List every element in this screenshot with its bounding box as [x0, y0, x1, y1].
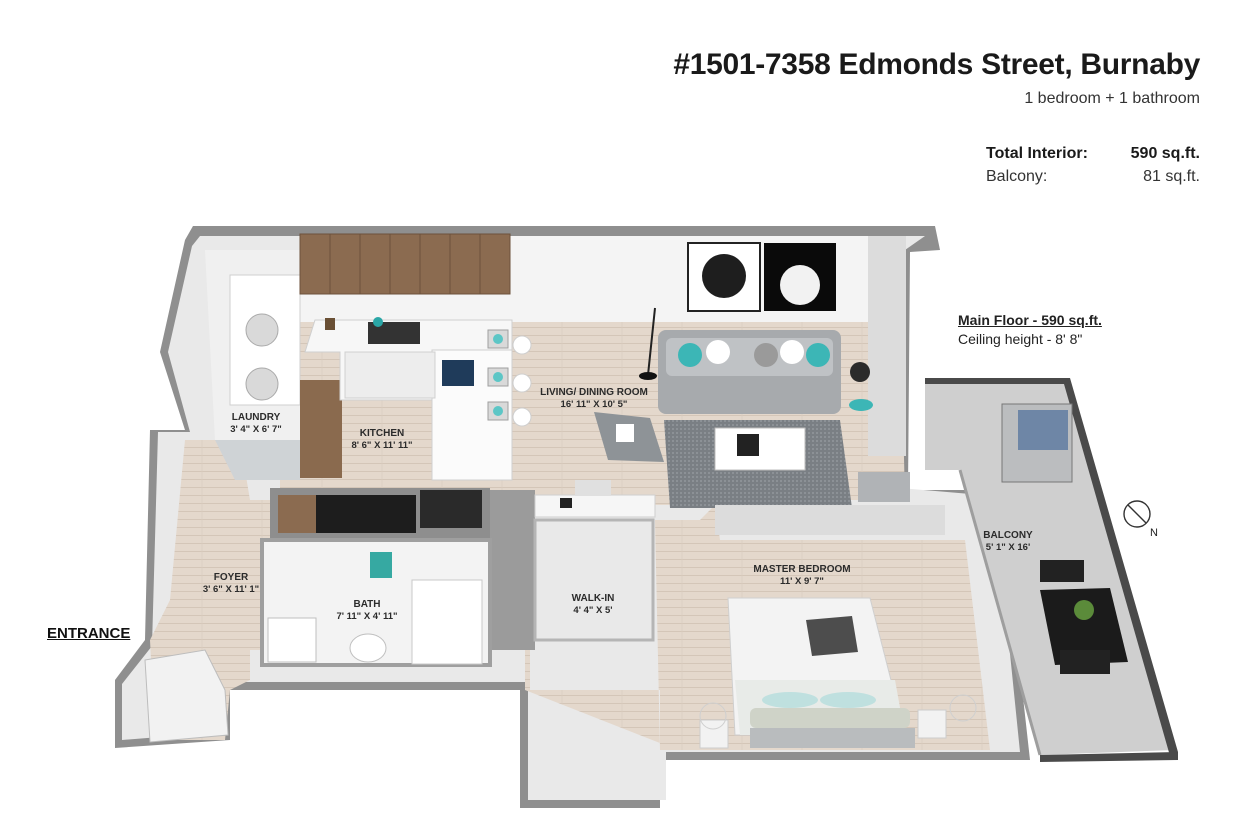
balcony-area-label: Balcony:	[986, 168, 1048, 185]
room-label-kitchen: KITCHEN 8' 6" X 11' 11"	[351, 428, 412, 452]
room-label-master-bedroom: MASTER BEDROOM 11' X 9' 7"	[753, 564, 850, 588]
balcony	[925, 378, 1178, 762]
column-wall	[868, 236, 906, 456]
towel	[370, 552, 392, 578]
room-name: LIVING/ DINING ROOM	[540, 387, 648, 398]
north-label: N	[1150, 527, 1158, 539]
balcony-chair-2	[1060, 650, 1110, 674]
tall-cabinet	[300, 380, 342, 478]
toilet	[349, 633, 387, 663]
room-dimensions: 3' 6" X 11' 1"	[202, 584, 260, 595]
entrance-label: ENTRANCE	[47, 625, 131, 642]
room-name: BATH	[353, 599, 381, 610]
ottoman	[858, 472, 910, 502]
balcony-table	[1040, 588, 1128, 665]
room-dimensions: 4' 4" X 5'	[573, 605, 613, 616]
wall-art	[687, 242, 836, 312]
balcony-chair-1	[1040, 560, 1084, 582]
plant	[850, 362, 870, 382]
entrance-door	[144, 649, 229, 743]
nightstand-right	[917, 709, 947, 739]
lamp-right	[949, 694, 977, 722]
nightstand-left	[699, 719, 729, 749]
room-dimensions: 11' X 9' 7"	[780, 576, 824, 587]
floor-info: Main Floor - 590 sq.ft. Ceiling height -…	[958, 311, 1102, 349]
room-dimensions: 8' 6" X 11' 11"	[351, 440, 413, 451]
total-interior-row: Total Interior: 590 sq.ft.	[986, 142, 1200, 165]
sofa	[658, 330, 841, 414]
listing-header: #1501-7358 Edmonds Street, Burnaby 1 bed…	[673, 48, 1200, 108]
room-dimensions: 5' 1" X 16'	[985, 542, 1031, 553]
kitchen-cabinets	[299, 233, 532, 481]
side-table	[849, 399, 873, 411]
bathroom	[260, 538, 492, 667]
room-name: MASTER BEDROOM	[753, 564, 851, 575]
room-dimensions: 7' 11" X 4' 11"	[336, 611, 398, 622]
coffee-table	[714, 427, 806, 471]
bed	[727, 597, 915, 748]
walk-in-closet	[533, 518, 655, 642]
room-dimensions: 16' 11" X 10' 5"	[560, 399, 628, 410]
property-address: #1501-7358 Edmonds Street, Burnaby	[673, 48, 1200, 81]
room-label-living-dining: LIVING/ DINING ROOM 16' 11" X 10' 5"	[540, 387, 648, 411]
balcony-area-value: 81 sq.ft.	[1143, 168, 1200, 185]
room-dimensions: 3' 4" X 6' 7"	[230, 424, 282, 435]
room-name: FOYER	[213, 572, 249, 583]
room-label-foyer: FOYER 3' 6" X 11' 1"	[203, 572, 259, 596]
floor-lamp	[647, 307, 656, 376]
room-label-bath: BATH 7' 11" X 4' 11"	[336, 599, 397, 623]
laundry-area	[205, 250, 342, 480]
north-compass-icon: N	[1123, 500, 1158, 539]
room-name: WALK-IN	[571, 593, 615, 604]
kitchen-counter	[270, 488, 490, 538]
cooktop	[368, 322, 420, 344]
bed-bath-summary: 1 bedroom + 1 bathroom	[1024, 90, 1200, 107]
partition-wall	[490, 490, 535, 650]
room-name: KITCHEN	[359, 428, 405, 439]
room-name: BALCONY	[983, 530, 1033, 541]
lamp-left	[699, 702, 727, 730]
balcony-area-row: Balcony: 81 sq.ft.	[986, 165, 1200, 188]
vanity	[267, 617, 317, 663]
sink	[442, 360, 474, 386]
bathtub	[411, 579, 483, 665]
area-summary: Total Interior: 590 sq.ft. Balcony: 81 s…	[986, 142, 1200, 188]
room-name: LAUNDRY	[231, 412, 281, 423]
total-interior-value: 590 sq.ft.	[1130, 145, 1200, 162]
room-label-laundry: LAUNDRY 3' 4" X 6' 7"	[230, 412, 282, 436]
desk	[534, 494, 656, 518]
ceiling-height: Ceiling height - 8' 8"	[958, 331, 1083, 347]
balcony-plant	[1074, 600, 1094, 620]
room-label-balcony: BALCONY 5' 1" X 16'	[983, 530, 1032, 554]
room-label-walk-in: WALK-IN 4' 4" X 5'	[572, 593, 615, 617]
bedroom-wall	[715, 505, 945, 535]
total-interior-label: Total Interior:	[986, 145, 1088, 162]
main-floor-area: Main Floor - 590 sq.ft.	[958, 312, 1102, 328]
